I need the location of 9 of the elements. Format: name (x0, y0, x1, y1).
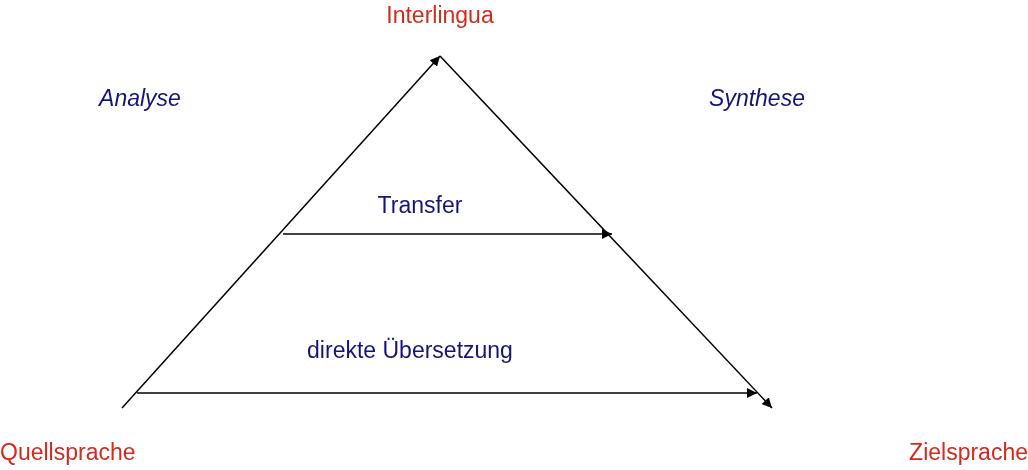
language-label: Interlingua (386, 4, 494, 27)
stage-label: Analyse (99, 86, 181, 110)
language-label: Zielsprache (909, 441, 1028, 464)
language-label: Quellsprache (0, 441, 136, 464)
stage-label: Synthese (709, 86, 805, 110)
stage-label: Transfer (377, 193, 463, 217)
arrow (136, 388, 758, 398)
arrow (439, 55, 773, 409)
arrow (121, 55, 441, 409)
